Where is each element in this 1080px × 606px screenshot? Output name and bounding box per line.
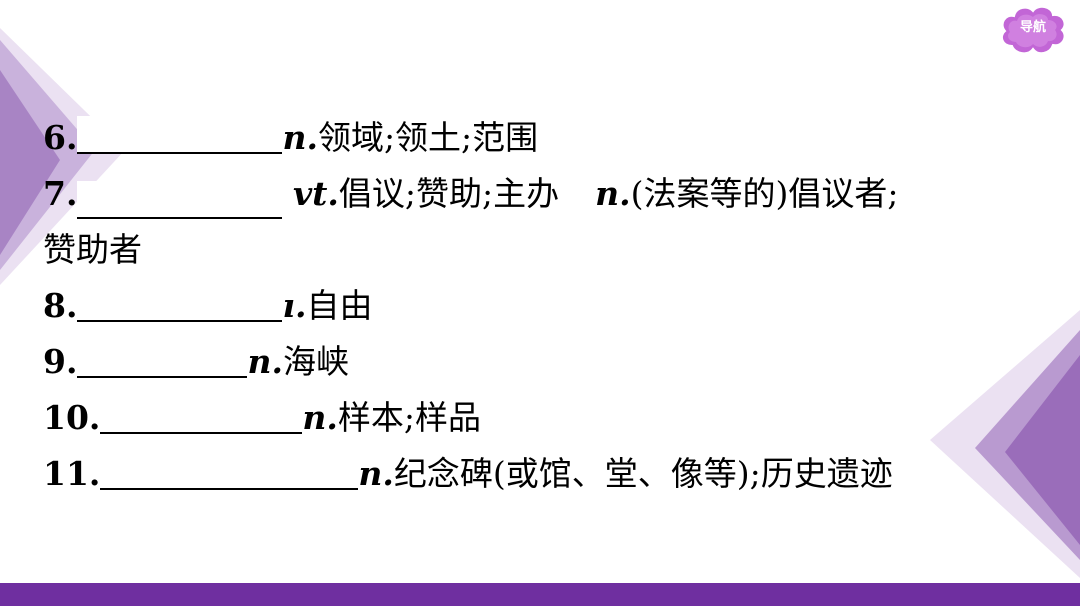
list-item: 9. n.海峡 <box>43 334 983 390</box>
item-number: 8. <box>43 286 78 325</box>
list-item-continuation: 赞助者 <box>43 222 983 278</box>
definition: 样本;样品 <box>337 398 482 437</box>
item-number: 11. <box>43 454 101 493</box>
item-number: 6. <box>43 118 78 157</box>
definition-continued: 赞助者 <box>43 230 142 269</box>
definition: 纪念碑(或馆、堂、像等);历史遗迹 <box>393 454 893 493</box>
list-item: 7. vt.倡议;赞助;主办 n.(法案等的)倡议者; <box>43 166 983 222</box>
part-of-speech: vt. <box>292 174 339 213</box>
item-number: 9. <box>43 342 78 381</box>
answer-blank[interactable] <box>77 284 283 322</box>
answer-blank[interactable] <box>100 452 359 490</box>
definition: 领域;领土;范围 <box>317 118 539 157</box>
item-number: 7. <box>43 174 78 213</box>
definition: 海峡 <box>282 342 349 381</box>
list-item: 6. n.领域;领土;范围 <box>43 110 983 166</box>
nav-label: 导航 <box>1019 20 1046 35</box>
cloud-icon <box>1000 5 1066 55</box>
part-of-speech-2: n. <box>595 174 631 213</box>
list-item: 11. n.纪念碑(或馆、堂、像等);历史遗迹 <box>43 446 983 502</box>
part-of-speech: n. <box>247 342 283 381</box>
definition: 自由 <box>306 286 373 325</box>
part-of-speech: ı. <box>282 286 307 325</box>
answer-blank[interactable] <box>77 181 283 219</box>
part-of-speech: n. <box>302 398 338 437</box>
list-item: 8. ı.自由 <box>43 278 983 334</box>
item-number: 10. <box>43 398 101 437</box>
answer-blank[interactable] <box>77 340 248 378</box>
definition: 倡议;赞助;主办 <box>338 174 560 213</box>
part-of-speech: n. <box>358 454 394 493</box>
definition-2: (法案等的)倡议者; <box>630 174 899 213</box>
answer-blank[interactable] <box>100 396 303 434</box>
bottom-accent-bar <box>0 583 1080 606</box>
list-item: 10. n.样本;样品 <box>43 390 983 446</box>
part-of-speech: n. <box>282 118 318 157</box>
answer-blank[interactable] <box>77 116 283 154</box>
nav-button[interactable]: 导航 <box>998 2 1068 58</box>
